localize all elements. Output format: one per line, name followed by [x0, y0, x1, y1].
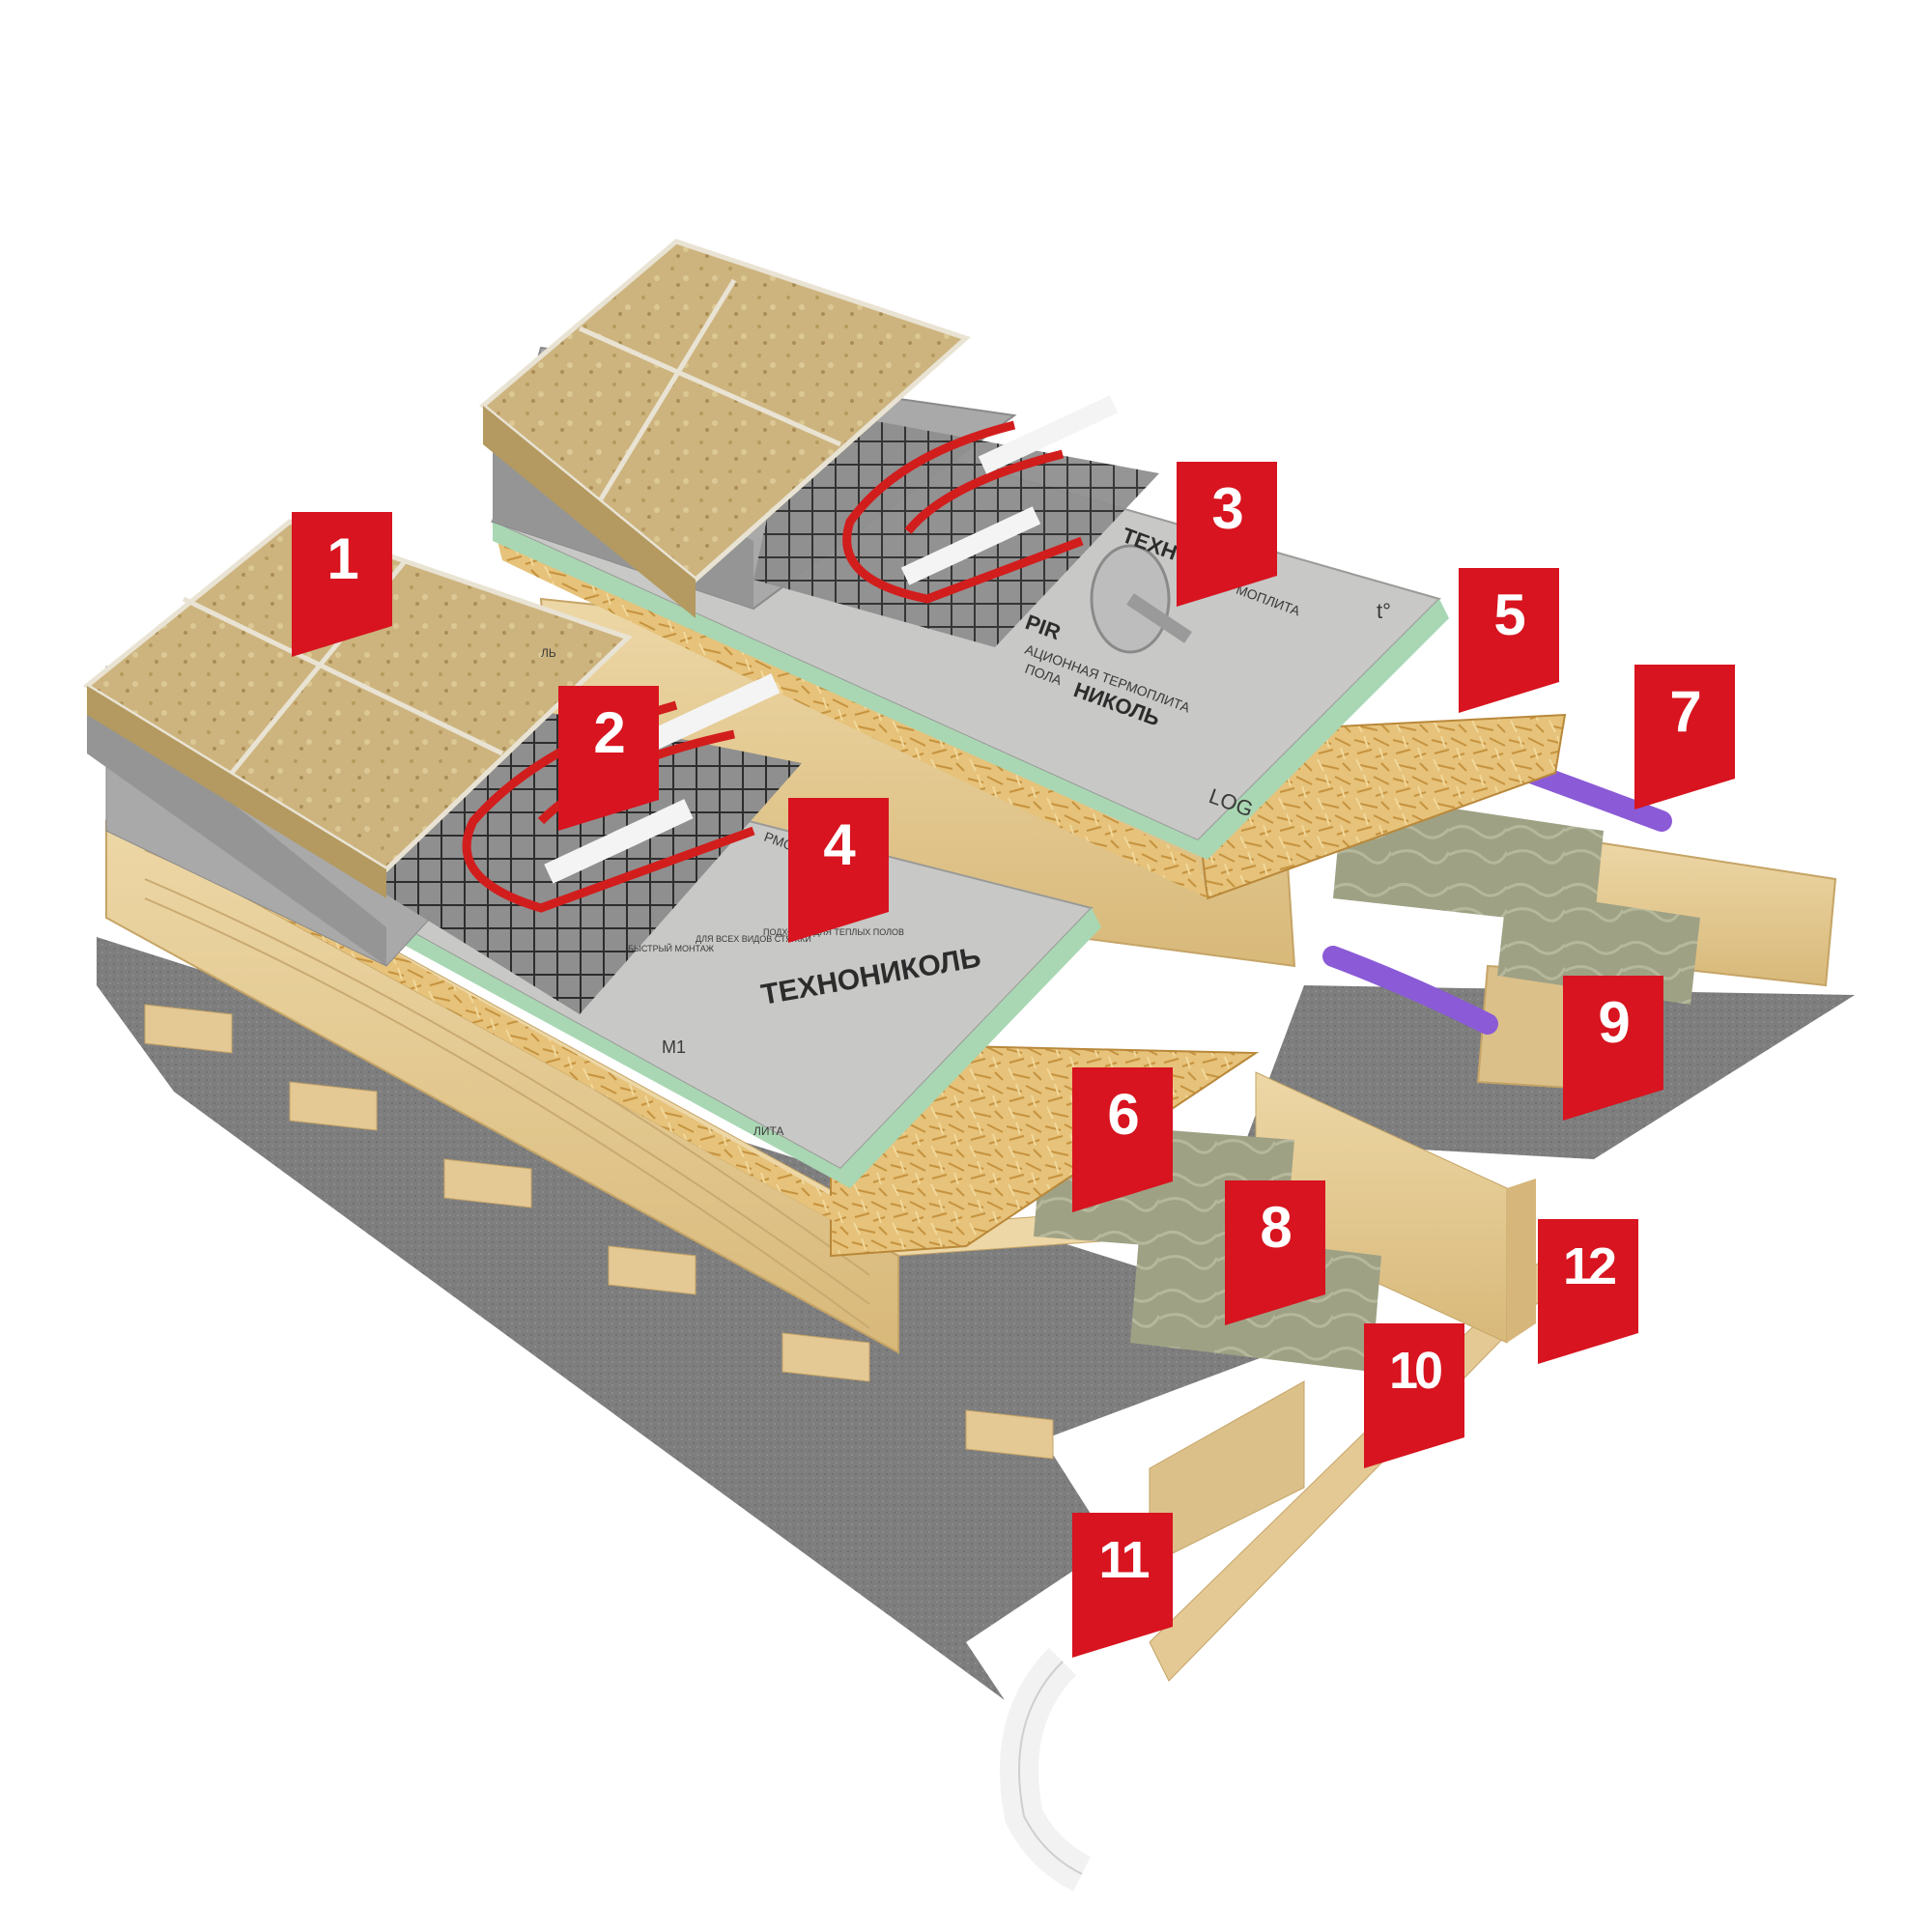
icon-fast-text: БЫСТРЫЙ МОНТАЖ — [628, 943, 715, 953]
marker-12: 12 — [1538, 1219, 1638, 1364]
board-edge-front-text: ЛИТА — [753, 1124, 783, 1138]
board-edge-back-text: ЛЬ — [541, 646, 556, 660]
marker-2: 2 — [558, 686, 659, 831]
membrane-tape — [1019, 1662, 1082, 1874]
marker-6: 6 — [1072, 1067, 1173, 1212]
t-deg-text: t° — [1377, 599, 1391, 623]
joist-left-mid-end — [1507, 1179, 1536, 1343]
marker-3: 3 — [1177, 462, 1277, 607]
marker-9: 9 — [1563, 976, 1663, 1121]
marker-7: 7 — [1634, 665, 1735, 810]
marker-5: 5 — [1459, 568, 1559, 713]
marker-10: 10 — [1364, 1323, 1464, 1468]
marker-8: 8 — [1225, 1180, 1325, 1325]
m1-text: M1 — [662, 1037, 686, 1057]
marker-11: 11 — [1072, 1513, 1173, 1658]
marker-4: 4 — [788, 798, 889, 943]
marker-1: 1 — [292, 512, 392, 657]
